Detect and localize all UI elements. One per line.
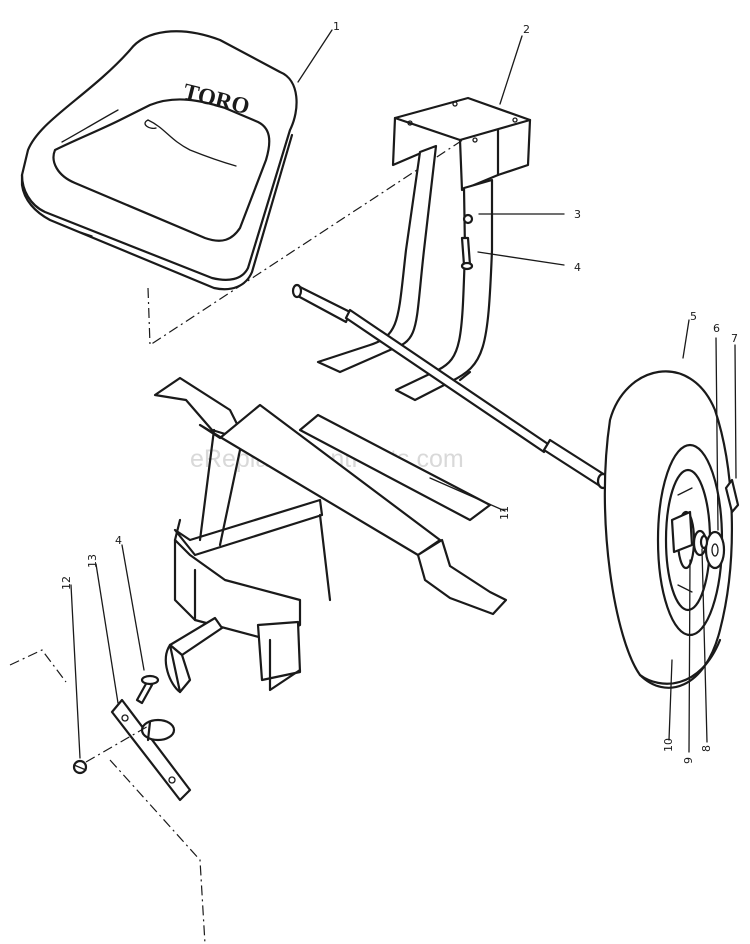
wheel-hardware-parts (692, 478, 740, 570)
callout-10: 10 (662, 738, 675, 752)
hitch-plate-part (110, 698, 192, 802)
callout-2: 2 (523, 23, 530, 36)
callout-3: 3 (574, 208, 581, 221)
hitch-bolt-line (85, 724, 151, 763)
bolt-4-upper (460, 236, 474, 271)
bolt-4-lower (135, 674, 160, 705)
callout-8: 8 (700, 745, 713, 752)
axle-part (291, 283, 610, 490)
leader-lines (70, 29, 737, 759)
callout-9: 9 (682, 757, 695, 764)
vehicle-outline (9, 649, 206, 944)
hitch-tongue-part (164, 616, 224, 694)
callout-7: 7 (731, 332, 738, 345)
callout-11: 11 (498, 506, 511, 520)
callout-4-upper: 4 (574, 261, 581, 274)
nut-12 (72, 759, 88, 775)
seat-part: TORO (20, 30, 298, 291)
callout-12: 12 (60, 576, 73, 590)
seat-frame-part (316, 96, 532, 402)
callout-4-lower: 4 (115, 534, 122, 547)
nut-3-upper (462, 213, 474, 225)
callout-6: 6 (713, 322, 720, 335)
callout-5: 5 (690, 310, 697, 323)
callout-1: 1 (333, 20, 340, 33)
carrier-frame-part (153, 376, 508, 692)
callout-13: 13 (86, 554, 99, 568)
wheel-part (603, 370, 734, 689)
